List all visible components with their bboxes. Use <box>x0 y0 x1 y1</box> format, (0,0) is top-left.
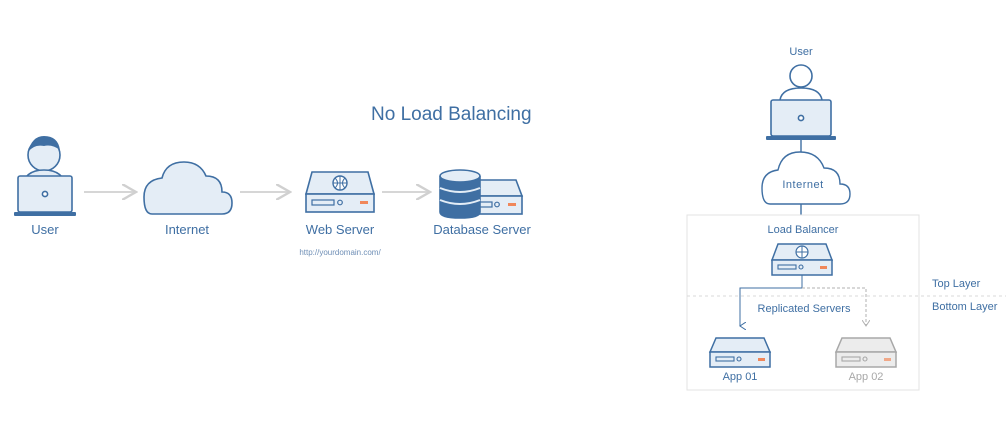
top-layer-label: Top Layer <box>932 278 981 290</box>
internet-cloud-icon <box>143 161 233 215</box>
web-server-icon <box>304 171 376 213</box>
right-user-label: User <box>789 46 813 58</box>
app-02-label: App 02 <box>848 371 884 383</box>
right-internet-label: Internet <box>782 179 824 191</box>
user-laptop-icon <box>14 136 76 216</box>
right-user-laptop-icon <box>766 64 836 140</box>
app-01-label: App 01 <box>722 371 758 383</box>
bottom-layer-label: Bottom Layer <box>932 301 998 313</box>
load-balancer-label: Load Balancer <box>767 224 839 236</box>
load-balancer-icon <box>770 243 834 276</box>
user-label: User <box>31 222 59 237</box>
connector-lb-app01 <box>740 275 803 326</box>
database-server-label: Database Server <box>433 222 531 237</box>
web-server-url: http://yourdomain.com/ <box>299 248 381 257</box>
replicated-servers-label: Replicated Servers <box>754 303 854 315</box>
connector-lb-app02 <box>802 287 866 326</box>
diagram-title: No Load Balancing <box>371 104 532 125</box>
app-02-server-icon <box>834 337 898 368</box>
right-internet-cloud-icon <box>761 151 851 205</box>
app-01-server-icon <box>708 337 772 368</box>
internet-label: Internet <box>164 222 210 237</box>
database-server-icon <box>439 169 524 219</box>
cluster-box <box>686 214 920 391</box>
web-server-label: Web Server <box>305 222 375 237</box>
